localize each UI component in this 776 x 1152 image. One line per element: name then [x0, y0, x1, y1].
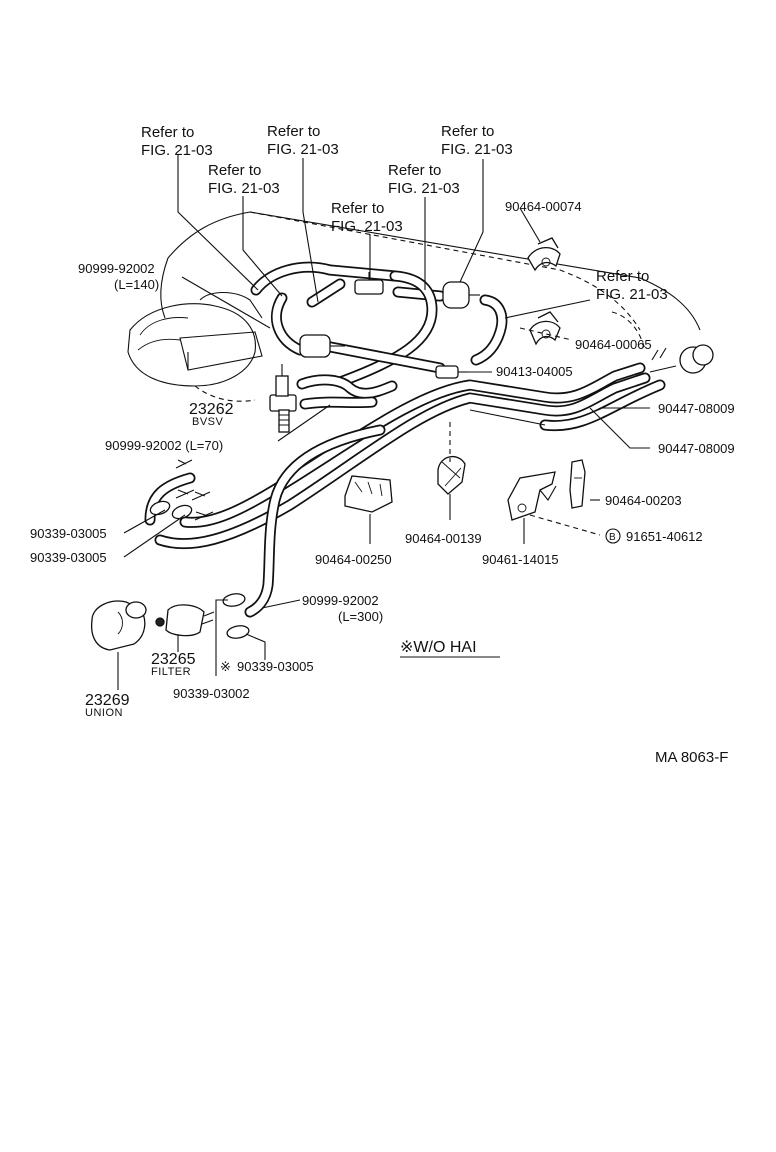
part-number: 90339-03005 — [237, 659, 314, 674]
callout-pipe-90447-08009-a: 90447-08009 — [658, 401, 735, 416]
refer-fig: FIG. 21-03 — [141, 142, 213, 159]
callout-refer-4: Refer to FIG. 21-03 — [331, 200, 403, 235]
callout-bolt-91651-40612: B 91651-40612 — [605, 528, 703, 544]
callout-clamp-90464-00065: 90464-00065 — [575, 337, 652, 352]
refer-fig: FIG. 21-03 — [441, 141, 513, 158]
part-number: 91651-40612 — [626, 529, 703, 544]
callout-bracket-90461-14015: 90461-14015 — [482, 552, 559, 567]
callout-refer-2: Refer to FIG. 21-03 — [267, 123, 339, 158]
filter-23265 — [155, 604, 215, 637]
hose-clips-left — [149, 459, 214, 521]
part-length: (L=300) — [338, 609, 383, 624]
callout-hose-140: 90999-92002 (L=140) — [78, 261, 159, 292]
part-number: 90999-92002 — [78, 261, 155, 276]
callout-clip-90339-03005-b: 90339-03005 — [30, 550, 107, 565]
callout-joint-90413-04005: 90413-04005 — [496, 364, 573, 379]
part-name: FILTER — [151, 666, 191, 678]
note-without-hai: ※W/O HAI — [400, 639, 500, 658]
callout-clip-90339-03005-c: ※ 90339-03005 — [220, 659, 314, 674]
callout-clamp-90464-00074: 90464-00074 — [505, 199, 582, 214]
clip-90339-03002 — [222, 593, 246, 607]
callout-clip-90339-03002: 90339-03002 — [173, 686, 250, 701]
part-number: 23265 — [151, 651, 196, 668]
bvsv-valve — [269, 364, 297, 433]
refer-line-1: Refer to — [208, 162, 261, 179]
refer-fig: FIG. 21-03 — [208, 180, 280, 197]
figure-id: MA 8063-F — [655, 749, 728, 766]
part-number: 90999-92002 (L=70) — [105, 438, 223, 453]
callout-clamp-90464-00139: 90464-00139 — [405, 531, 482, 546]
clamp-90464-00250 — [344, 475, 393, 513]
refer-fig: FIG. 21-03 — [331, 218, 403, 235]
callout-refer-7: Refer to FIG. 21-03 — [596, 268, 668, 303]
refer-fig: FIG. 21-03 — [596, 286, 668, 303]
leader-lines — [117, 155, 650, 690]
bolt-mark: B — [609, 532, 616, 543]
part-number: 23269 — [85, 692, 130, 709]
part-name: BVSV — [192, 416, 224, 428]
union-23269 — [90, 600, 147, 651]
callout-refer-3: Refer to FIG. 21-03 — [208, 162, 280, 197]
callout-clip-90339-03005-a: 90339-03005 — [30, 526, 107, 541]
callout-hose-300: 90999-92002 (L=300) — [302, 593, 383, 624]
vacuum-hoses — [144, 261, 666, 618]
part-name: UNION — [85, 707, 123, 719]
refer-line-1: Refer to — [596, 268, 649, 285]
callout-union: 23269 UNION — [85, 692, 130, 719]
callout-hose-70: 90999-92002 (L=70) — [105, 438, 223, 453]
refer-line-1: Refer to — [388, 162, 441, 179]
refer-line-1: Refer to — [331, 200, 384, 217]
callout-refer-6: Refer to FIG. 21-03 — [441, 123, 513, 158]
part-number: 90999-92002 — [302, 593, 379, 608]
clip-90339-03005-wo-hai — [226, 625, 250, 639]
callout-refer-1: Refer to FIG. 21-03 — [141, 124, 213, 159]
engine-outline — [127, 211, 714, 402]
refer-fig: FIG. 21-03 — [388, 180, 460, 197]
refer-line-1: Refer to — [441, 123, 494, 140]
bracket-90461-14015 — [507, 471, 557, 521]
clamp-90464-00203 — [569, 459, 586, 509]
note-text: ※W/O HAI — [400, 639, 477, 656]
clamp-90464-00139 — [437, 456, 466, 495]
callout-bvsv: 23262 BVSV — [189, 401, 234, 428]
callout-refer-5: Refer to FIG. 21-03 — [388, 162, 460, 197]
valve-fitting — [299, 334, 345, 358]
check-valve — [442, 281, 480, 309]
refer-line-1: Refer to — [141, 124, 194, 141]
clamp-90464-00065 — [529, 311, 561, 346]
callout-clamp-90464-00203: 90464-00203 — [605, 493, 682, 508]
callout-clamp-90464-00250: 90464-00250 — [315, 552, 392, 567]
note-mark: ※ — [220, 659, 231, 674]
refer-line-1: Refer to — [267, 123, 320, 140]
refer-fig: FIG. 21-03 — [267, 141, 339, 158]
callout-pipe-90447-08009-b: 90447-08009 — [658, 441, 735, 456]
t-joint-upper — [354, 272, 384, 295]
clamp-90464-00074 — [527, 237, 561, 272]
part-number: 23262 — [189, 401, 234, 418]
part-length: (L=140) — [114, 277, 159, 292]
callout-filter: 23265 FILTER — [151, 651, 196, 678]
